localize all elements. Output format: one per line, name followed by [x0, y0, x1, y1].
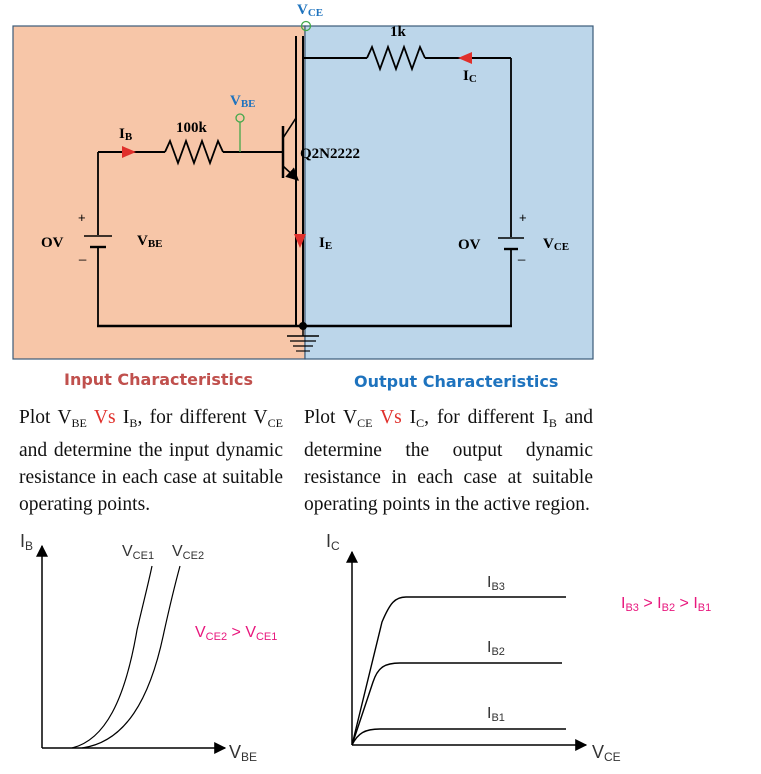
left-source-plus: + — [78, 210, 86, 225]
input-curve-vce2-label: VCE2 — [172, 543, 204, 562]
vbe-probe-label: VBE — [230, 93, 256, 110]
vce-top-label: VCE — [297, 2, 323, 19]
output-curve-ib2 — [351, 662, 562, 746]
output-description: Plot VCE Vs IC, for different IB and det… — [304, 407, 593, 515]
input-description: Plot VBE Vs IB, for different VCE and de… — [19, 407, 283, 515]
base-resistor-label: 100k — [176, 120, 208, 136]
input-panel — [12, 25, 306, 360]
input-curve-vce2 — [81, 565, 181, 749]
transistor-collector-leg — [282, 117, 297, 139]
vce-probe-terminal — [300, 20, 312, 32]
left-source-vbe-label: VBE — [137, 233, 163, 250]
right-source-vce-label: VCE — [543, 236, 569, 253]
output-panel — [304, 25, 594, 360]
output-curve-ib1 — [351, 728, 566, 746]
output-graph-y-label: IC — [326, 531, 340, 553]
input-graph-y-label: IB — [20, 531, 33, 553]
vbe-probe-terminal — [235, 113, 245, 123]
ie-arrow-icon — [294, 234, 306, 248]
collector-resistor — [366, 44, 426, 72]
input-curve-vce1-label: VCE1 — [122, 543, 154, 562]
ib-label: IB — [119, 126, 133, 143]
transistor-label: Q2N2222 — [300, 146, 360, 162]
output-characteristics-heading: Output Characteristics — [354, 372, 559, 391]
output-relation-label: IB3 > IB2 > IB1 — [621, 595, 711, 614]
left-source-ov: OV — [41, 235, 64, 251]
right-source-ov: OV — [458, 237, 481, 253]
left-source-minus: _ — [78, 246, 87, 261]
ic-label: IC — [463, 68, 477, 85]
output-curve-ib3 — [351, 596, 566, 746]
base-resistor — [164, 138, 224, 166]
ib-arrow-icon — [122, 146, 136, 158]
input-relation-label: VCE2 > VCE1 — [195, 624, 277, 643]
output-curve-ib1-label: IB1 — [487, 705, 505, 724]
ie-label: IE — [319, 235, 332, 252]
collector-resistor-label: 1k — [390, 24, 407, 40]
input-graph-x-label: VBE — [229, 742, 257, 764]
right-source-minus: _ — [517, 246, 526, 261]
right-source-plus: + — [519, 210, 527, 225]
input-characteristics-heading: Input Characteristics — [64, 370, 254, 389]
input-curve-vce1 — [71, 565, 153, 749]
output-curve-ib2-label: IB2 — [487, 639, 505, 658]
transistor-emitter-leg — [282, 165, 299, 181]
ic-arrow-icon — [458, 52, 472, 64]
output-graph-x-label: VCE — [592, 742, 621, 764]
output-curve-ib3-label: IB3 — [487, 574, 505, 593]
